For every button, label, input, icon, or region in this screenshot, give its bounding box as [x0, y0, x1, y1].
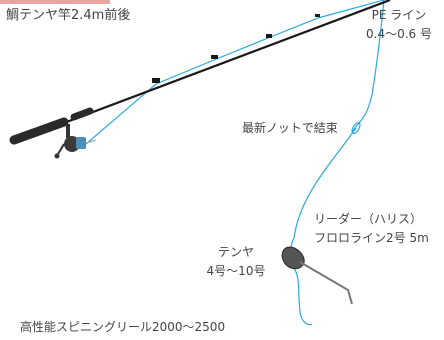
- pe-line-main: [293, 127, 357, 239]
- tenya-hook: [299, 261, 353, 305]
- rod-foregrip: [70, 107, 94, 121]
- reel-spool: [76, 137, 86, 149]
- pe-line-label-2: 0.4～0.6 号: [366, 27, 432, 41]
- rod-guide-2: [211, 55, 218, 59]
- knot-label: 最新ノットで結束: [242, 121, 338, 135]
- pe-line-label: PE ライン 0.4～0.6 号: [354, 8, 444, 42]
- fishing-rod: [9, 0, 391, 145]
- tenya-jig: [281, 246, 353, 305]
- rod-guide-4: [315, 14, 320, 17]
- tenya-label-1: テンヤ: [217, 245, 254, 259]
- rod-grip: [9, 117, 69, 145]
- tenya-head: [281, 246, 305, 270]
- leader-label-2: フロロライン2号 5m: [314, 231, 429, 245]
- reel-knob: [54, 153, 60, 159]
- rod-guide-3: [266, 34, 272, 38]
- pe-line-label-1: PE ライン: [371, 8, 427, 22]
- rod-blank: [39, 0, 391, 134]
- knot-mark: [351, 121, 361, 135]
- leader-label: リーダー（ハリス） フロロライン2号 5m: [314, 212, 429, 246]
- rod-label: 鯛テンヤ竿2.4m前後: [6, 8, 131, 23]
- accent-bar: [0, 0, 110, 4]
- reel-label: 高性能スピニングリール2000～2500: [20, 320, 226, 334]
- reel-handle: [57, 143, 65, 155]
- rod-guide-1: [152, 78, 160, 83]
- tenya-label: テンヤ 4号～10号: [196, 245, 276, 279]
- leader-label-1: リーダー（ハリス）: [314, 212, 423, 226]
- pe-line-guides: [85, 0, 385, 145]
- spinning-reel: [54, 124, 97, 159]
- reel-bail: [85, 139, 97, 144]
- tenya-label-2: 4号～10号: [206, 264, 266, 278]
- reel-foot: [66, 124, 70, 138]
